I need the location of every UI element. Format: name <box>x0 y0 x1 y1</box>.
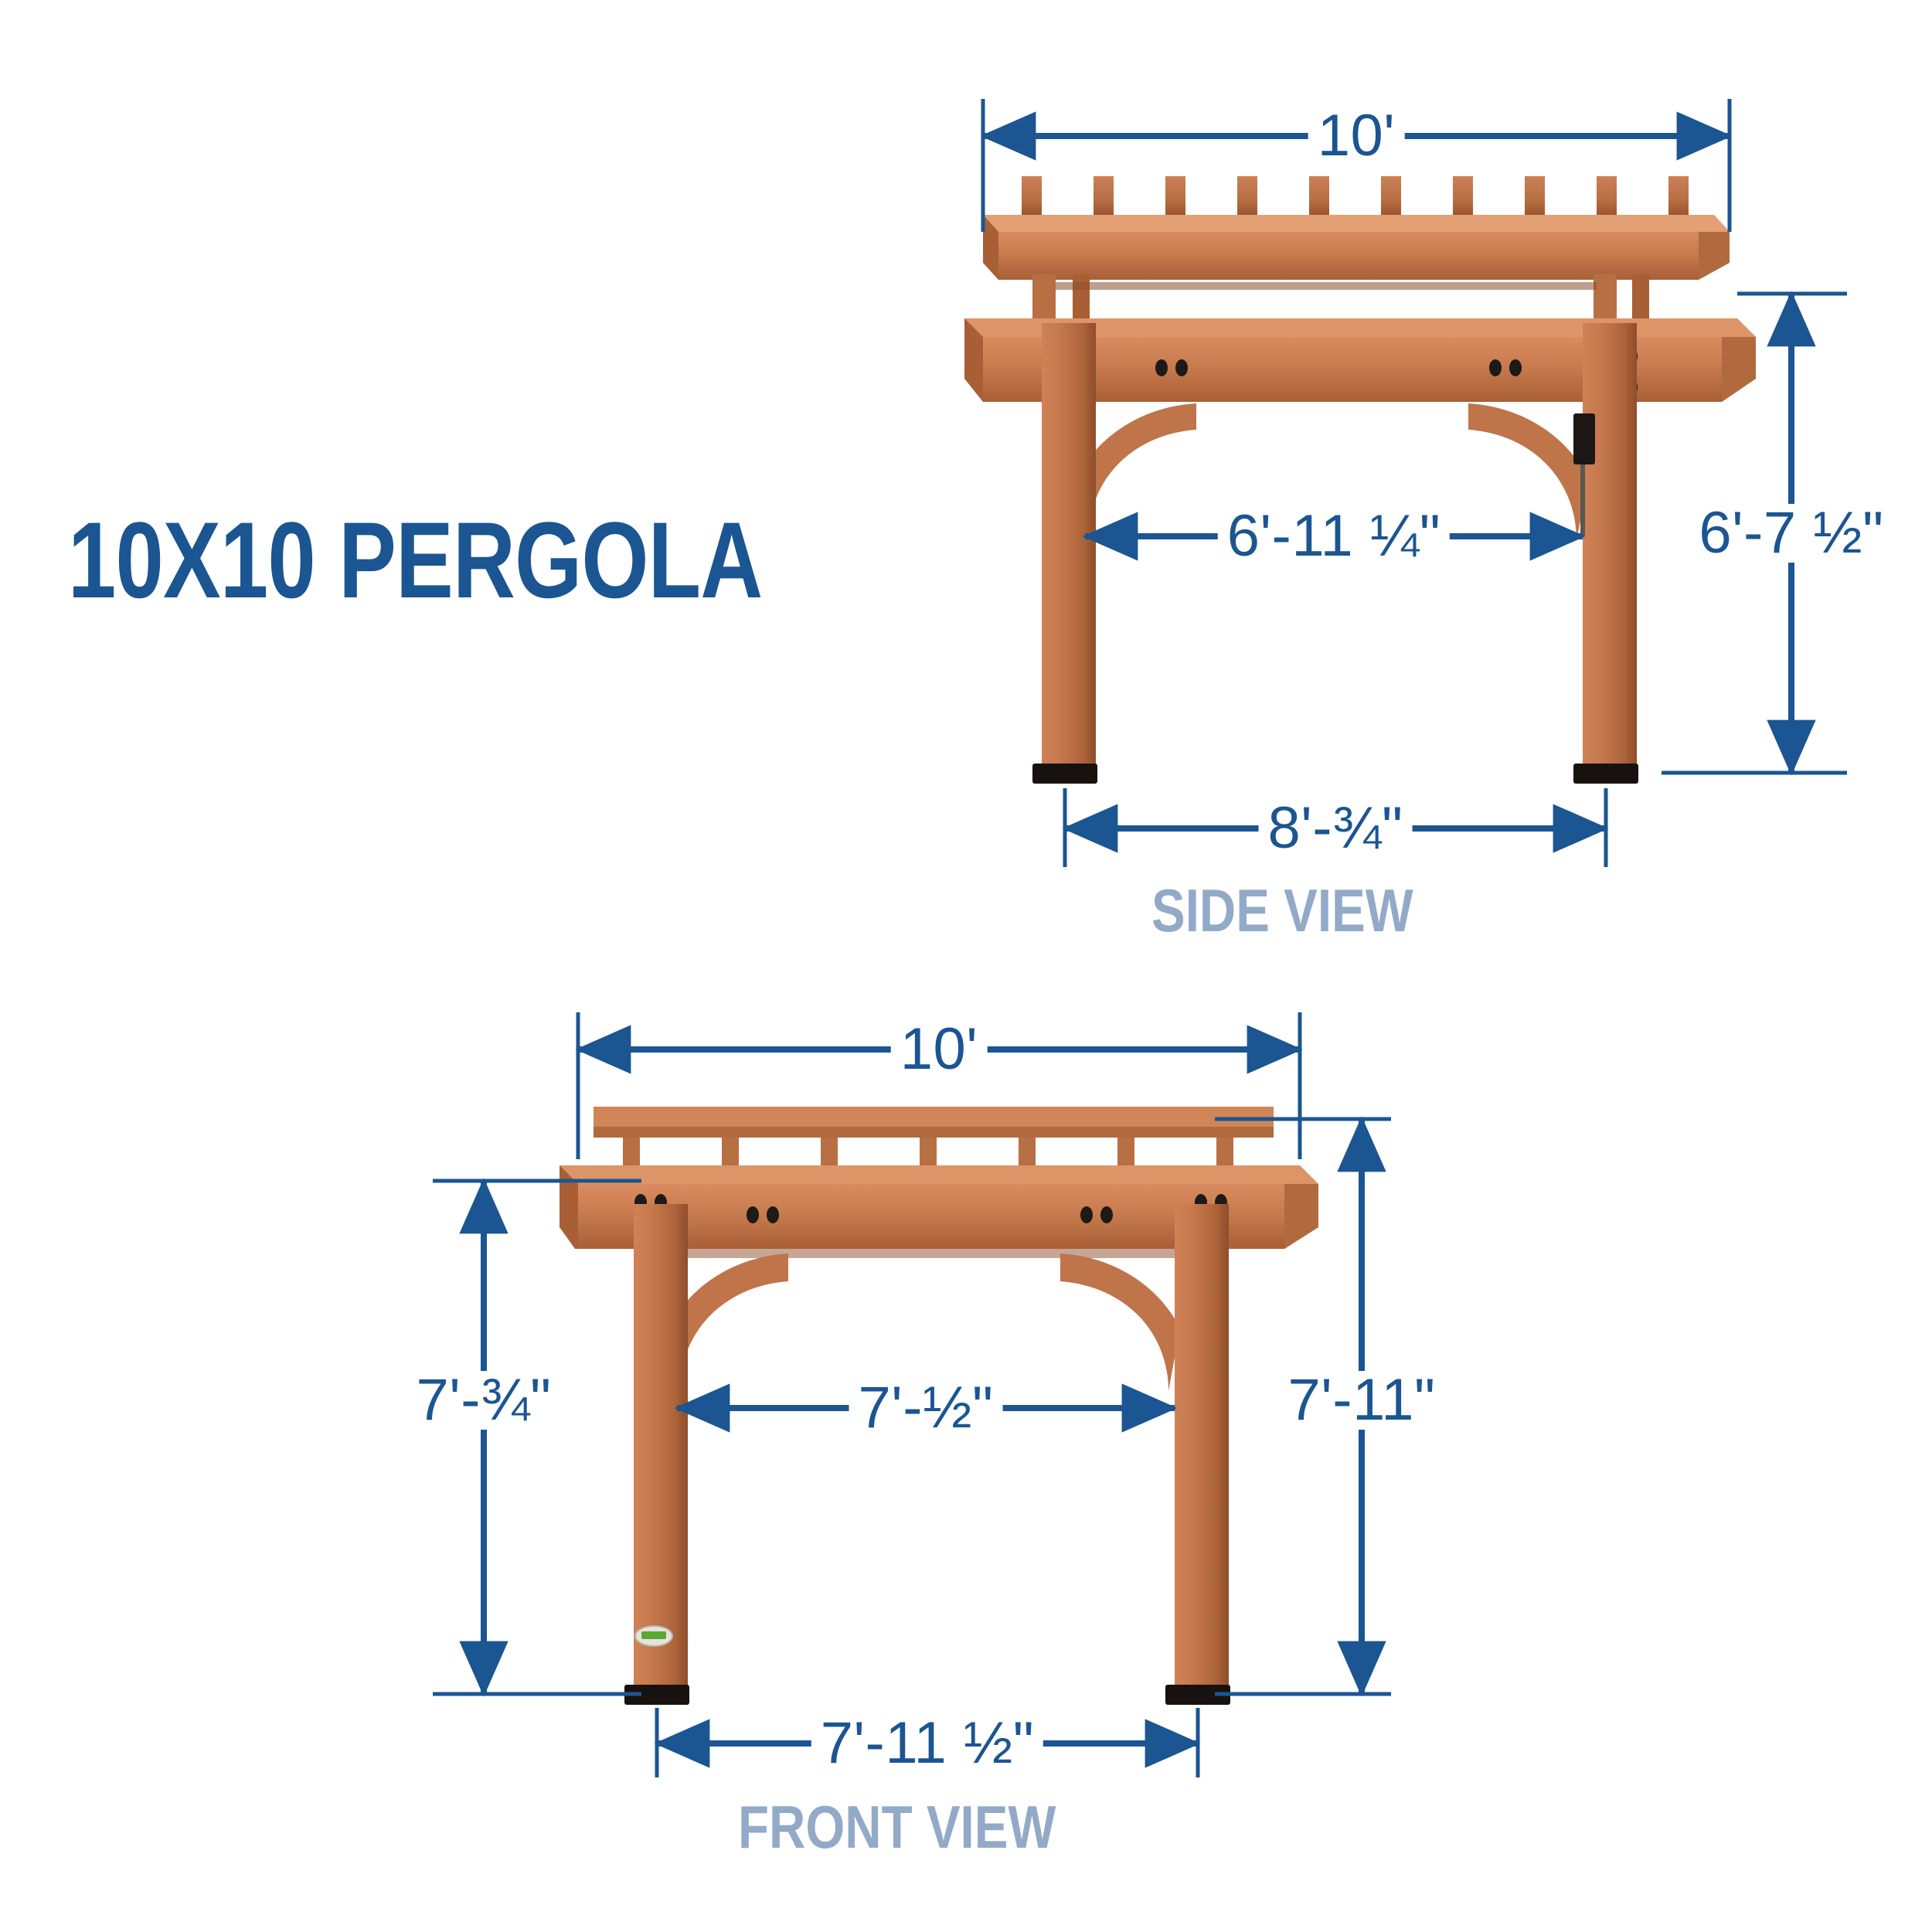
side-gap-rail <box>1056 282 1597 290</box>
front-post-feet <box>624 1685 1230 1705</box>
side-view-illustration <box>964 176 1756 784</box>
front-view-label: FRONT VIEW <box>738 1793 1056 1861</box>
side-beam-bolts <box>1043 348 1638 396</box>
side-post-feet <box>1032 764 1638 784</box>
front-inner-width-label: 7'-½" <box>849 1379 1003 1437</box>
front-top-purlin <box>594 1107 1274 1138</box>
brand-badge <box>634 1625 673 1647</box>
side-inner-width-label: 6'-11 ¼" <box>1217 507 1451 566</box>
front-top-width-label: 10' <box>890 1020 988 1079</box>
side-post-fixture <box>1573 413 1595 536</box>
side-main-beam <box>964 318 1756 402</box>
front-corner-braces <box>654 1249 1195 1391</box>
front-right-height-label: 7'-11" <box>1278 1371 1445 1430</box>
side-height-label: 6'-7 ½" <box>1689 504 1893 563</box>
side-view-label: SIDE VIEW <box>1151 876 1413 944</box>
side-top-beam <box>983 215 1730 280</box>
side-top-width-label: 10' <box>1308 107 1405 165</box>
page-title: 10X10 PERGOLA <box>68 499 763 621</box>
side-rafter-tails <box>1022 176 1689 215</box>
side-view-dimensions <box>980 99 1847 867</box>
front-posts <box>634 1204 1229 1686</box>
side-bottom-width-label: 8'-¾" <box>1258 799 1413 858</box>
side-top-connectors <box>1032 274 1649 325</box>
front-beam-bolts <box>634 1194 1227 1242</box>
front-left-height-label: 7'-¾" <box>406 1371 561 1430</box>
front-bottom-width-label: 7'-11 ½" <box>811 1714 1044 1773</box>
front-lower-rail <box>665 1249 1206 1258</box>
front-main-beam <box>560 1165 1318 1249</box>
front-rafter-blocks <box>623 1138 1233 1195</box>
